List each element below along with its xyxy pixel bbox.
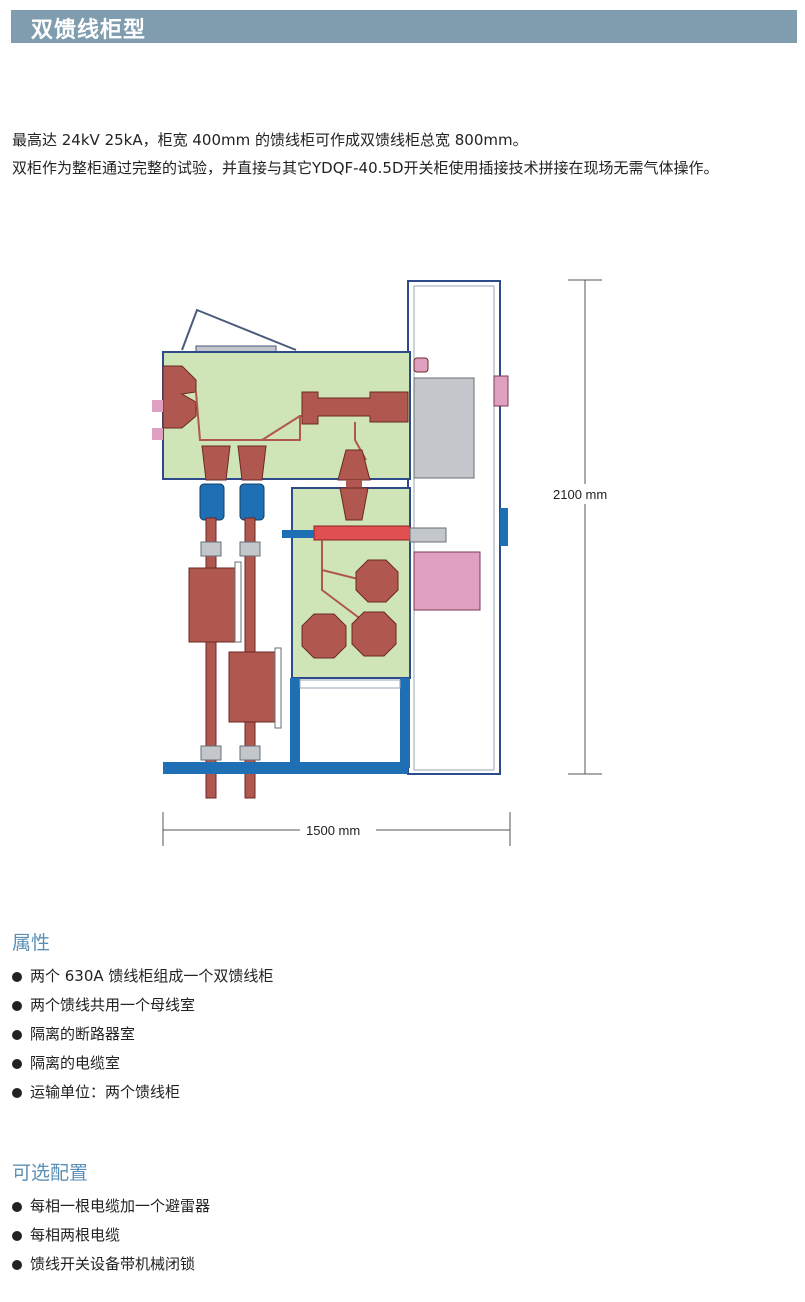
list-item: 隔离的电缆室 [12, 1049, 273, 1078]
pink-block-top [493, 375, 509, 407]
ct-2 [228, 651, 276, 723]
list-item: 馈线开关设备带机械闭锁 [12, 1250, 210, 1279]
page-title: 双馈线柜型 [31, 18, 147, 43]
options-list: 每相一根电缆加一个避雷器 每相两根电缆 馈线开关设备带机械闭锁 [12, 1192, 210, 1279]
earth-bar [163, 762, 408, 774]
intro-line-1: 最高达 24kV 25kA，柜宽 400mm 的馈线柜可作成双馈线柜总宽 800… [12, 131, 528, 149]
cable-1 [205, 517, 217, 799]
list-item: 两个 630A 馈线柜组成一个双馈线柜 [12, 962, 273, 991]
bullet-icon [12, 1029, 22, 1040]
bullet-icon [12, 1230, 22, 1241]
height-dimension-label: 2100 mm [553, 487, 607, 502]
pink-box [413, 551, 481, 611]
bullet-icon [12, 1058, 22, 1069]
disconnector [301, 391, 409, 425]
lifting-frame [181, 308, 297, 351]
bullet-icon [12, 1201, 22, 1212]
bushing-2 [237, 445, 267, 481]
drive-box [413, 377, 475, 479]
octagon-2 [301, 613, 347, 659]
list-item: 每相两根电缆 [12, 1221, 210, 1250]
intro-text: 最高达 24kV 25kA，柜宽 400mm 的馈线柜可作成双馈线柜总宽 800… [12, 126, 802, 182]
title-bar: 双馈线柜型 [11, 10, 797, 43]
ct-1 [188, 567, 236, 643]
bushing-1 [201, 445, 231, 481]
list-item: 隔离的断路器室 [12, 1020, 273, 1049]
bullet-icon [12, 1259, 22, 1270]
bullet-icon [12, 1000, 22, 1011]
bullet-icon [12, 1087, 22, 1098]
list-item: 运输单位：两个馈线柜 [12, 1078, 273, 1107]
intro-line-2: 双柜作为整柜通过完整的试验，并直接与其它YDQF-40.5D开关柜使用插接技术拼… [12, 159, 719, 177]
options-heading: 可选配置 [12, 1162, 89, 1184]
red-contact-bar [313, 525, 411, 541]
attributes-heading: 属性 [12, 932, 51, 954]
bullet-icon [12, 971, 22, 982]
list-item: 每相一根电缆加一个避雷器 [12, 1192, 210, 1221]
octagon-3 [351, 611, 397, 657]
width-dimension-label: 1500 mm [306, 823, 360, 838]
octagon-1 [355, 559, 399, 603]
list-item: 两个馈线共用一个母线室 [12, 991, 273, 1020]
switchgear-diagram: 2100 mm 1500 mm [152, 279, 622, 846]
attributes-list: 两个 630A 馈线柜组成一个双馈线柜 两个馈线共用一个母线室 隔离的断路器室 … [12, 962, 273, 1107]
right-side-knob [500, 508, 508, 546]
left-bushing [162, 365, 197, 429]
